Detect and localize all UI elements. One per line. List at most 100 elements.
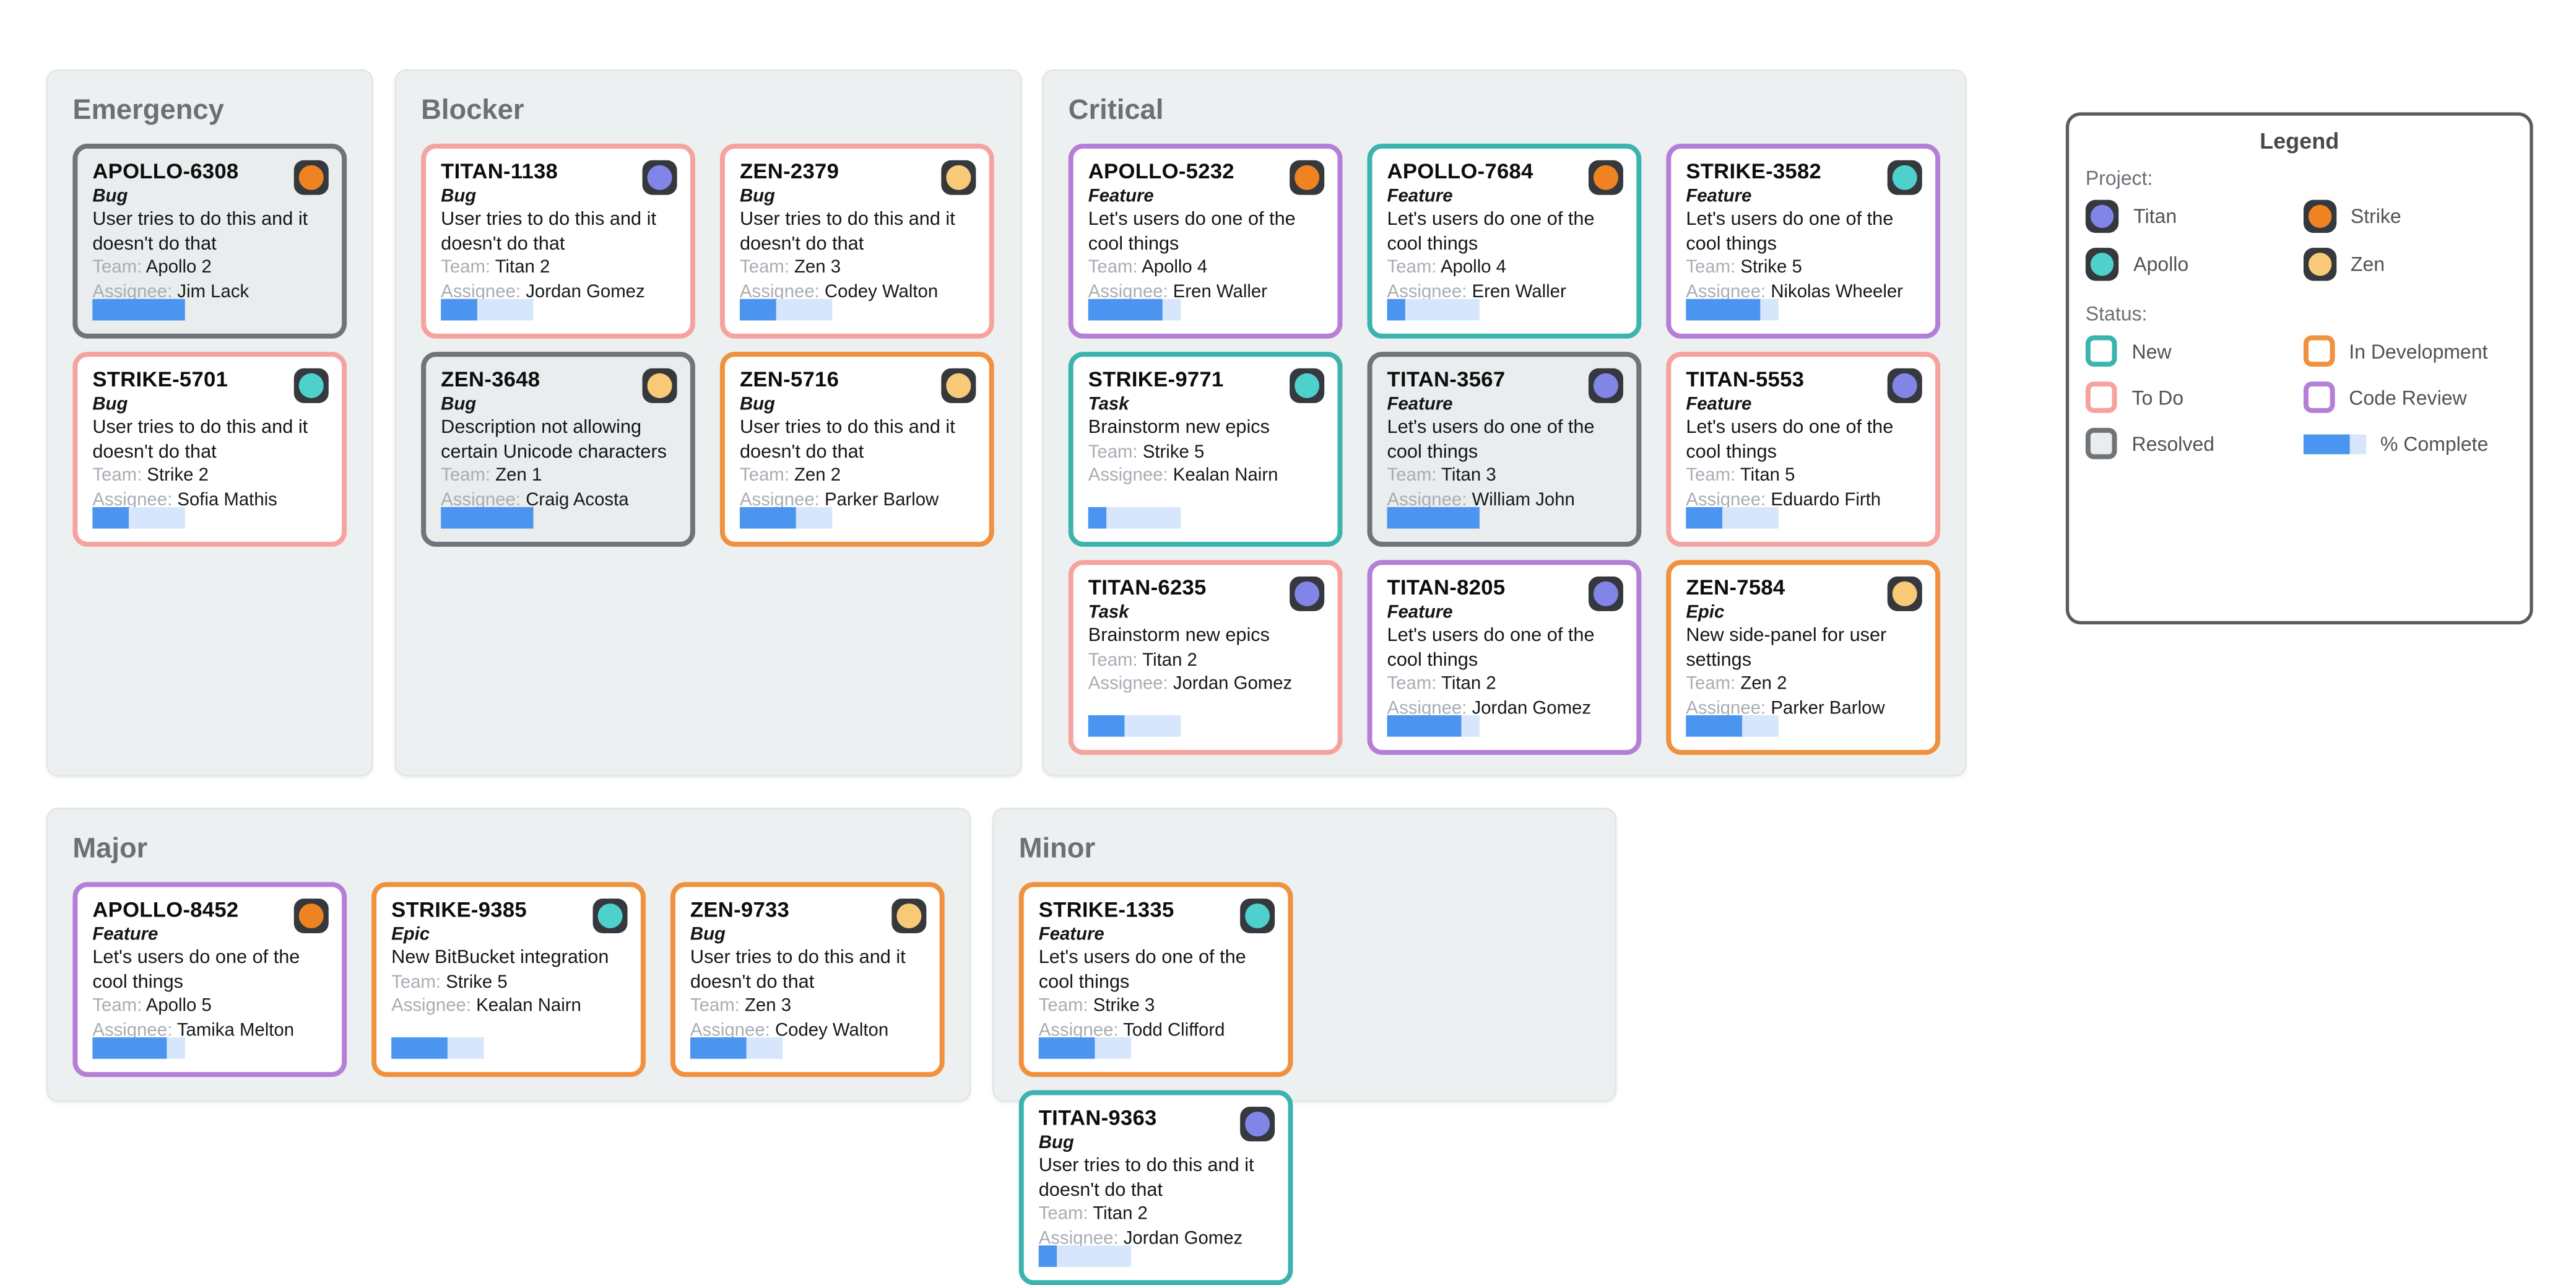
column-title: Emergency xyxy=(72,94,224,126)
card-description: Brainstorm new epics xyxy=(1088,625,1270,646)
progress-bar xyxy=(1387,298,1480,321)
team-label: Team: xyxy=(1686,258,1741,278)
card-team: Team: Titan 2 xyxy=(441,256,675,280)
legend-status-label: Status: xyxy=(2085,302,2148,326)
project-icon-apollo xyxy=(592,899,628,934)
progress-fill xyxy=(92,507,130,529)
legend-status-name: Code Review xyxy=(2349,385,2467,409)
project-icon-apollo xyxy=(293,368,329,403)
assignee-value: Nikolas Wheeler xyxy=(1771,281,1903,302)
card-id: APOLLO-5232 xyxy=(1088,159,1234,184)
project-color-dot xyxy=(2090,253,2114,276)
card-team: Team: Titan 2 xyxy=(1088,648,1323,673)
project-icon-strike xyxy=(1290,160,1325,195)
progress-bar xyxy=(1038,1245,1132,1267)
card-assignee: Assignee: Eren Waller xyxy=(1387,280,1622,304)
progress-bar xyxy=(1387,507,1480,529)
strike-project-icon xyxy=(2302,199,2336,233)
card-type: Feature xyxy=(1686,394,1752,415)
card-assignee: Assignee: William John xyxy=(1387,488,1622,512)
card-id: STRIKE-1335 xyxy=(1038,897,1174,922)
card-assignee: Assignee: Jim Lack xyxy=(92,280,327,304)
project-icon-zen xyxy=(891,899,927,934)
card-id: APOLLO-6308 xyxy=(92,159,239,184)
assignee-value: Jordan Gomez xyxy=(526,281,645,302)
team-value: Apollo 5 xyxy=(145,996,212,1016)
team-value: Strike 5 xyxy=(446,972,508,992)
legend-project-name: Strike xyxy=(2350,204,2401,229)
card-description: Description not allowing certain Unicode… xyxy=(441,417,667,462)
card-id: APOLLO-7684 xyxy=(1387,159,1533,184)
project-color-dot xyxy=(2307,204,2331,229)
project-color-dot xyxy=(1593,581,1618,606)
card-team: Team: Apollo 4 xyxy=(1088,256,1323,280)
team-label: Team: xyxy=(1088,258,1142,278)
progress-fill xyxy=(2302,433,2350,454)
card-type: Bug xyxy=(92,394,128,415)
assignee-label: Assignee: xyxy=(1088,466,1173,486)
project-color-dot xyxy=(1245,904,1270,929)
card-type: Bug xyxy=(739,394,776,415)
progress-fill xyxy=(690,1037,746,1059)
card-id: STRIKE-9771 xyxy=(1088,367,1224,392)
card-description: Let's users do one of the cool things xyxy=(1686,417,1894,462)
card-assignee: Assignee: Codey Walton xyxy=(690,1018,925,1042)
project-icon-apollo xyxy=(1240,899,1275,934)
assignee-value: Parker Barlow xyxy=(1771,697,1885,718)
team-label: Team: xyxy=(1088,442,1143,462)
assignee-label: Assignee: xyxy=(1686,489,1771,510)
card-team: Team: Zen 1 xyxy=(441,464,675,489)
progress-bar xyxy=(1088,715,1181,737)
card-team: Team: Titan 2 xyxy=(1387,673,1622,697)
project-icon-titan xyxy=(1588,576,1623,611)
project-color-dot xyxy=(1892,373,1917,398)
progress-bar xyxy=(1387,715,1480,737)
team-label: Team: xyxy=(1686,674,1741,694)
progress-fill xyxy=(1686,715,1741,737)
assignee-label: Assignee: xyxy=(1038,1020,1124,1040)
card-team: Team: Strike 5 xyxy=(1686,256,1920,280)
card-description: User tries to do this and it doesn't do … xyxy=(92,417,308,462)
card-id: TITAN-9363 xyxy=(1038,1105,1157,1130)
to_do-status-swatch xyxy=(2085,381,2117,413)
assignee-label: Assignee: xyxy=(1088,674,1173,694)
card-team: Team: Zen 2 xyxy=(1686,673,1920,697)
card-assignee: Assignee: Kealan Nairn xyxy=(1088,464,1323,489)
card-assignee: Assignee: Jordan Gomez xyxy=(1088,673,1323,697)
legend-project-name: Zen xyxy=(2350,253,2385,276)
team-value: Titan 5 xyxy=(1740,466,1795,486)
progress-fill xyxy=(1686,298,1760,321)
card-type: Feature xyxy=(1387,603,1453,623)
assignee-value: Eren Waller xyxy=(1173,281,1267,302)
titan-project-icon xyxy=(2085,199,2119,233)
assignee-value: Todd Clifford xyxy=(1123,1020,1225,1040)
column-title: Major xyxy=(72,832,148,864)
team-label: Team: xyxy=(441,258,495,278)
project-color-dot xyxy=(647,165,672,190)
assignee-value: Tamika Melton xyxy=(176,1020,295,1040)
team-value: Strike 2 xyxy=(147,466,209,486)
project-color-dot xyxy=(1245,1112,1270,1137)
